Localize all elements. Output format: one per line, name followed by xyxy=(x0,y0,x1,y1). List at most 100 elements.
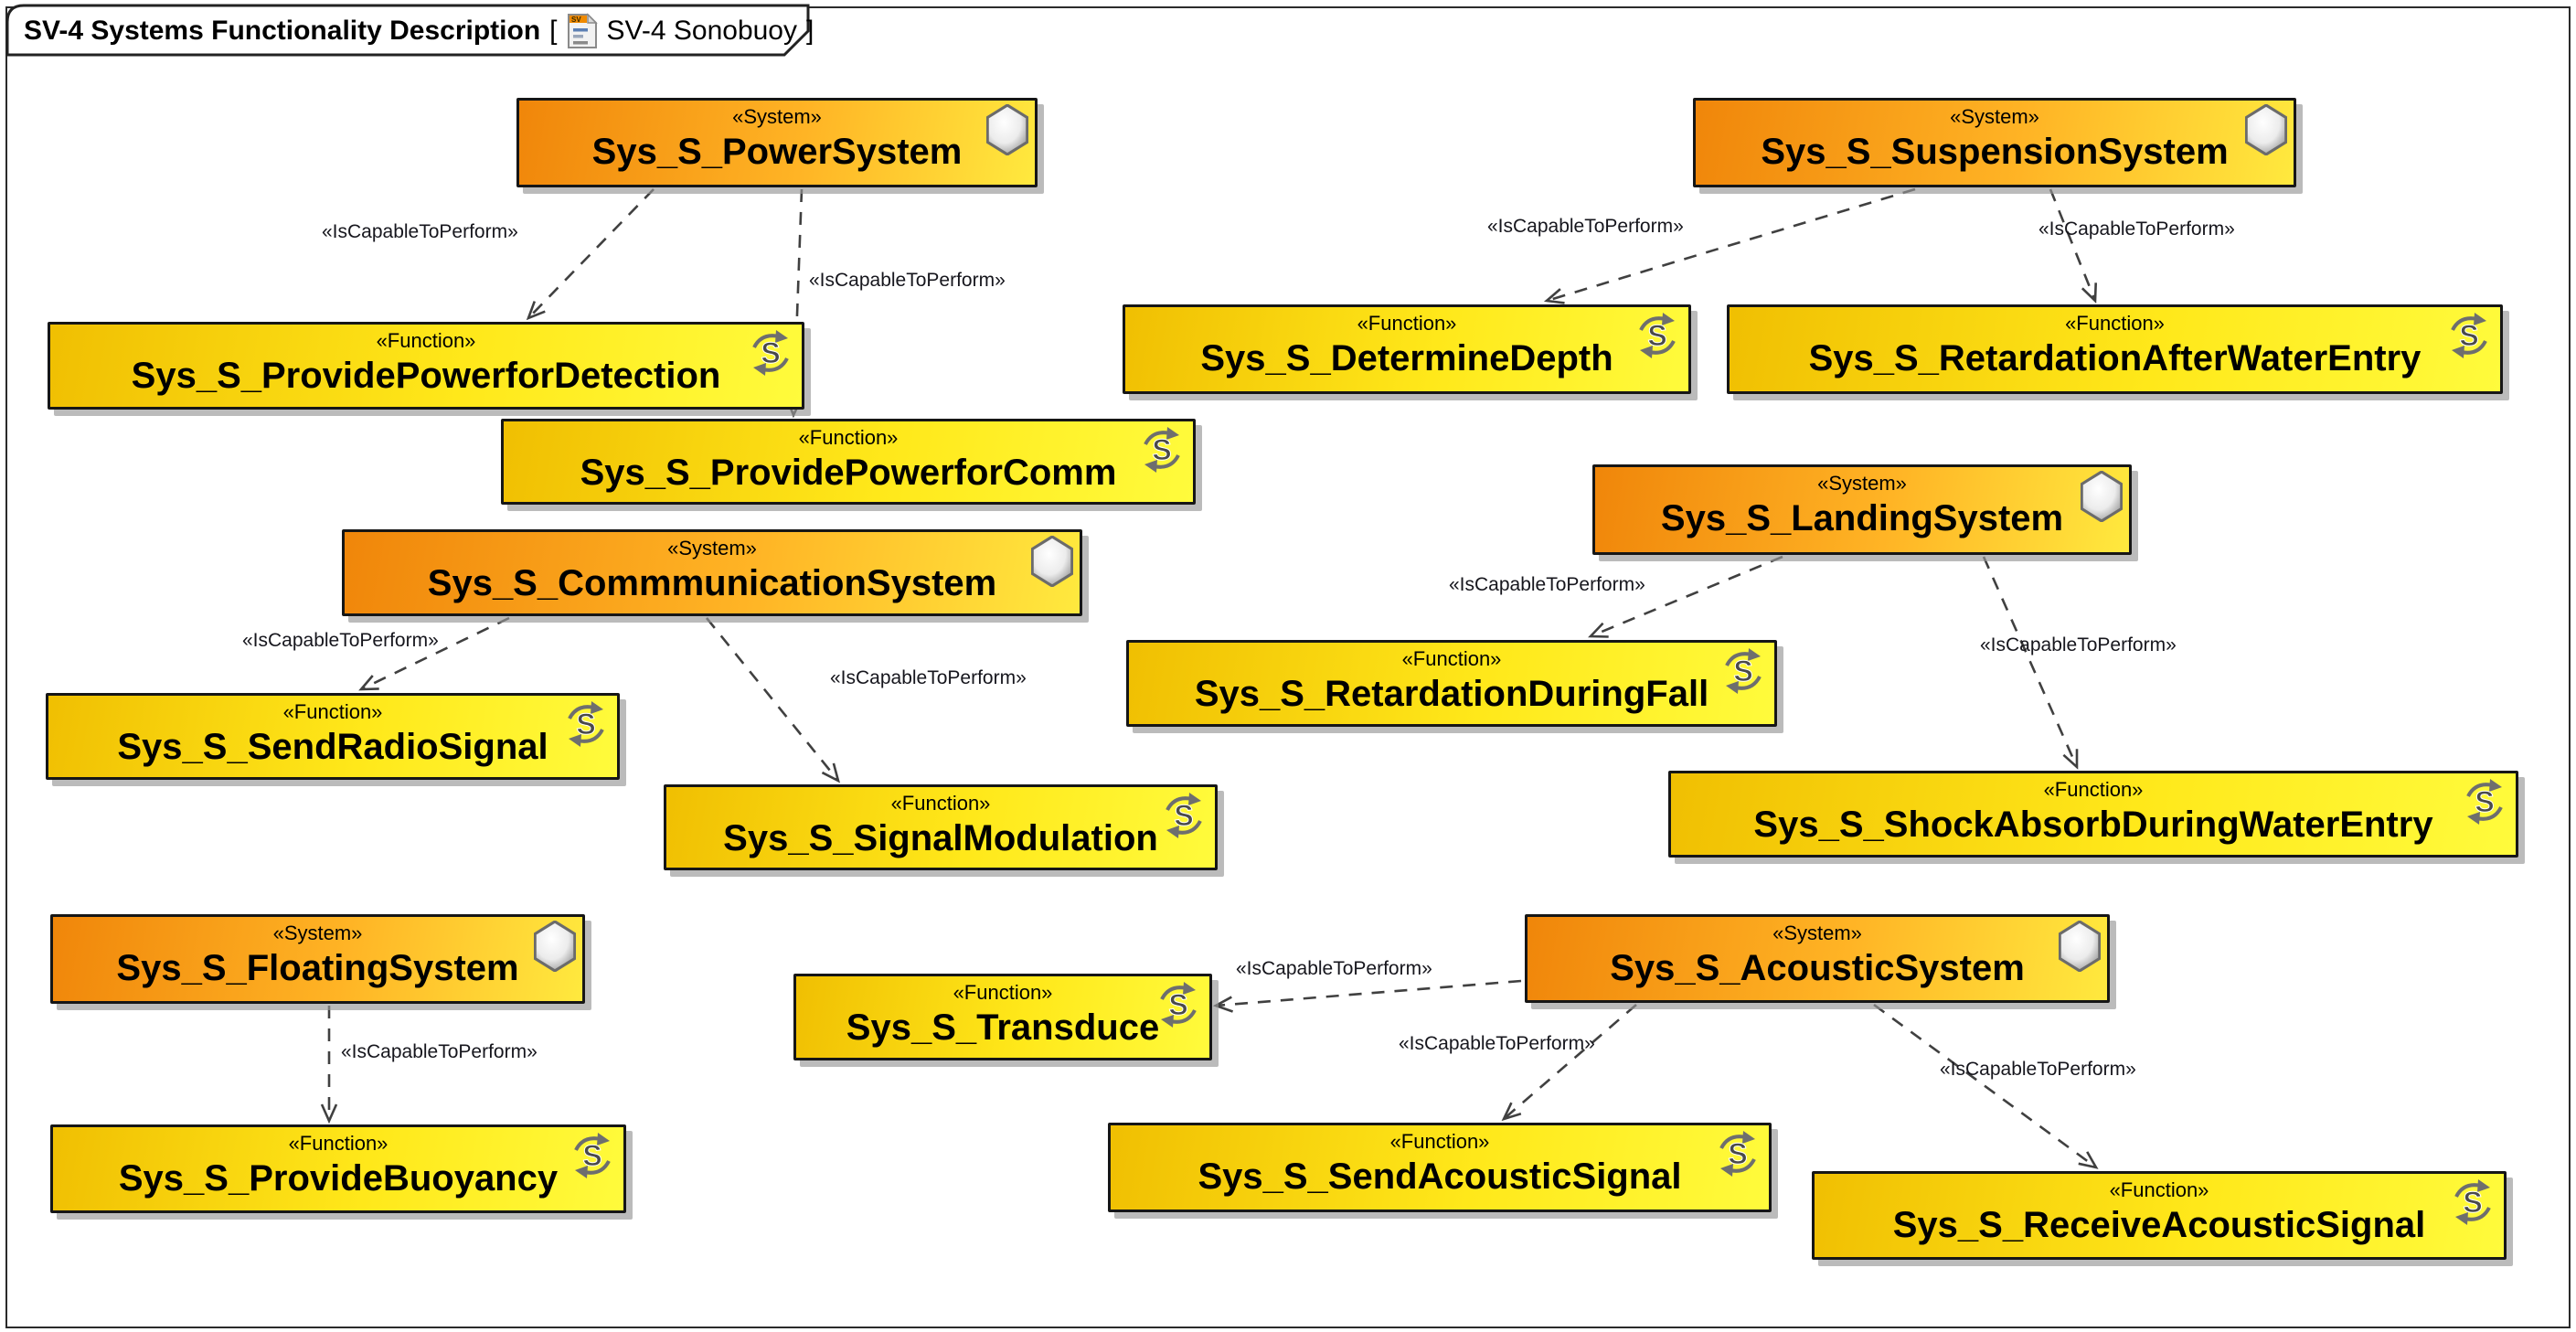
stereotype-label: «Function» xyxy=(1401,647,1502,670)
stereotype-label: «Function» xyxy=(953,981,1053,1004)
function-s-arrows-icon: S xyxy=(1719,646,1768,700)
stereotype-label: «Function» xyxy=(2065,312,2165,335)
svg-text:S: S xyxy=(1174,799,1193,832)
stereotype-label: «System» xyxy=(1817,472,1907,495)
svg-text:SV: SV xyxy=(571,16,581,24)
edge-label-landing-system-to-retardation-during-fall[interactable]: «IsCapableToPerform» xyxy=(1449,574,1645,595)
bracket-close: ] xyxy=(806,16,814,46)
svg-text:S: S xyxy=(582,1139,601,1172)
diagram-title-tab: SV-4 Systems Functionality Description [… xyxy=(0,0,841,64)
edge-label-acoustic-system-to-transduce[interactable]: «IsCapableToPerform» xyxy=(1236,958,1432,979)
node-suspension-system[interactable]: «System» Sys_S_SuspensionSystem xyxy=(1693,98,2296,187)
stereotype-label: «Function» xyxy=(288,1132,389,1155)
diagram-document-icon: SV xyxy=(567,13,598,49)
svg-text:S: S xyxy=(576,708,595,741)
node-name: Sys_S_PowerSystem xyxy=(591,132,963,172)
node-name: Sys_S_ProvideBuoyancy xyxy=(118,1158,559,1199)
edge-commmunication-system-to-signal-modulation[interactable] xyxy=(705,617,841,783)
node-transduce[interactable]: «Function»Sys_S_Transduce S xyxy=(793,974,1212,1060)
edge-acoustic-system-to-transduce[interactable] xyxy=(1212,979,1522,1013)
node-send-radio-signal[interactable]: «Function»Sys_S_SendRadioSignal S xyxy=(46,693,620,780)
node-power-system[interactable]: «System» Sys_S_PowerSystem xyxy=(516,98,1038,187)
node-receive-acoustic-signal[interactable]: «Function»Sys_S_ReceiveAcousticSignal S xyxy=(1812,1171,2507,1260)
function-s-arrows-icon: S xyxy=(1633,311,1682,365)
node-acoustic-system[interactable]: «System» Sys_S_AcousticSystem xyxy=(1525,914,2110,1003)
system-hexagon-icon xyxy=(985,103,1029,160)
node-name: Sys_S_SendRadioSignal xyxy=(117,727,548,767)
stereotype-label: «Function» xyxy=(798,426,899,449)
node-name: Sys_S_AcousticSystem xyxy=(1610,948,2025,988)
node-name: Sys_S_RetardationDuringFall xyxy=(1194,674,1709,714)
node-retardation-during-fall[interactable]: «Function» Sys_S_RetardationDuringFall S xyxy=(1126,640,1777,727)
edge-label-commmunication-system-to-signal-modulation[interactable]: «IsCapableToPerform» xyxy=(830,667,1027,688)
edge-landing-system-to-retardation-during-fall[interactable] xyxy=(1588,555,1783,638)
node-name: Sys_S_ProvidePowerforDetection xyxy=(131,356,721,396)
edge-label-commmunication-system-to-send-radio-signal[interactable]: «IsCapableToPerform» xyxy=(242,630,439,651)
svg-text:S: S xyxy=(1728,1137,1747,1170)
edge-label-floating-system-to-provide-buoyancy[interactable]: «IsCapableToPerform» xyxy=(341,1041,538,1062)
svg-text:S: S xyxy=(1647,319,1666,352)
stereotype-label: «System» xyxy=(1772,922,1862,944)
diagram-title: SV-4 Systems Functionality Description xyxy=(24,16,541,46)
node-determine-depth[interactable]: «Function»Sys_S_DetermineDepth S xyxy=(1123,304,1691,394)
node-name: Sys_S_ReceiveAcousticSignal xyxy=(1892,1205,2426,1245)
edge-acoustic-system-to-send-acoustic-signal[interactable] xyxy=(1501,1004,1637,1122)
function-s-arrows-icon: S xyxy=(2444,311,2494,365)
node-provide-buoyancy[interactable]: «Function» Sys_S_ProvideBuoyancy S xyxy=(50,1124,626,1213)
node-name: Sys_S_ShockAbsorbDuringWaterEntry xyxy=(1753,805,2433,845)
stereotype-label: «System» xyxy=(732,105,822,128)
node-send-acoustic-signal[interactable]: «Function»Sys_S_SendAcousticSignal S xyxy=(1108,1123,1772,1212)
stereotype-label: «System» xyxy=(667,537,757,559)
edge-acoustic-system-to-receive-acoustic-signal[interactable] xyxy=(1873,1003,2099,1169)
edge-label-suspension-system-to-retardation-after-water-entry[interactable]: «IsCapableToPerform» xyxy=(2038,218,2235,240)
node-commmunication-system[interactable]: «System» Sys_S_CommmunicationSystem xyxy=(342,529,1082,616)
edge-label-acoustic-system-to-receive-acoustic-signal[interactable]: «IsCapableToPerform» xyxy=(1940,1059,2136,1080)
function-s-arrows-icon: S xyxy=(561,699,611,753)
stereotype-label: «Function» xyxy=(1389,1130,1490,1153)
function-s-arrows-icon: S xyxy=(2448,1177,2497,1231)
system-hexagon-icon xyxy=(2244,103,2288,160)
edge-label-landing-system-to-shock-absorb-during-water-entry[interactable]: «IsCapableToPerform» xyxy=(1980,634,2177,655)
node-shock-absorb-during-water-entry[interactable]: «Function» Sys_S_ShockAbsorbDuringWaterEn… xyxy=(1668,771,2518,858)
edge-label-acoustic-system-to-send-acoustic-signal[interactable]: «IsCapableToPerform» xyxy=(1399,1033,1595,1054)
node-name: Sys_S_SuspensionSystem xyxy=(1761,132,2229,172)
node-retardation-after-water-entry[interactable]: «Function» Sys_S_RetardationAfterWaterEnt… xyxy=(1727,304,2503,394)
edge-label-suspension-system-to-determine-depth[interactable]: «IsCapableToPerform» xyxy=(1487,216,1684,237)
stereotype-label: «System» xyxy=(1950,105,2039,128)
svg-text:S: S xyxy=(2463,1186,2482,1219)
svg-text:S: S xyxy=(2459,319,2478,352)
node-signal-modulation[interactable]: «Function»Sys_S_SignalModulation S xyxy=(664,784,1218,870)
edge-label-power-system-to-provide-power-for-detection[interactable]: «IsCapableToPerform» xyxy=(322,221,518,242)
svg-text:S: S xyxy=(1733,655,1752,687)
diagram-frame xyxy=(5,6,2571,1328)
node-name: Sys_S_LandingSystem xyxy=(1660,498,2064,538)
node-landing-system[interactable]: «System» Sys_S_LandingSystem xyxy=(1592,464,2132,555)
edge-commmunication-system-to-send-radio-signal[interactable] xyxy=(358,616,510,691)
node-name: Sys_S_ProvidePowerforComm xyxy=(580,453,1117,493)
stereotype-label: «Function» xyxy=(2043,778,2144,801)
function-s-arrows-icon: S xyxy=(1154,980,1203,1034)
edge-suspension-system-to-determine-depth[interactable] xyxy=(1543,187,1916,304)
system-hexagon-icon xyxy=(2080,470,2124,527)
edge-power-system-to-provide-power-for-detection[interactable] xyxy=(526,188,655,321)
edge-suspension-system-to-retardation-after-water-entry[interactable] xyxy=(2049,188,2098,304)
edge-label-power-system-to-provide-power-for-comm[interactable]: «IsCapableToPerform» xyxy=(809,270,1006,291)
edge-landing-system-to-shock-absorb-during-water-entry[interactable] xyxy=(1982,556,2079,770)
node-name: Sys_S_RetardationAfterWaterEntry xyxy=(1808,338,2422,378)
node-provide-power-for-comm[interactable]: «Function» Sys_S_ProvidePowerforComm S xyxy=(501,419,1196,505)
node-name: Sys_S_FloatingSystem xyxy=(116,948,519,988)
svg-text:S: S xyxy=(1152,433,1171,466)
node-name: Sys_S_CommmunicationSystem xyxy=(427,563,997,603)
node-floating-system[interactable]: «System» Sys_S_FloatingSystem xyxy=(50,914,585,1004)
stereotype-label: «Function» xyxy=(890,792,991,815)
function-s-arrows-icon: S xyxy=(2460,777,2509,831)
svg-text:S: S xyxy=(1168,988,1187,1021)
stereotype-label: «System» xyxy=(272,922,363,944)
title-tab-shape xyxy=(5,4,810,57)
function-s-arrows-icon: S xyxy=(1159,791,1208,845)
function-s-arrows-icon: S xyxy=(746,328,795,382)
node-provide-power-for-detection[interactable]: «Function»Sys_S_ProvidePowerforDetection… xyxy=(48,322,804,410)
node-name: Sys_S_DetermineDepth xyxy=(1200,338,1613,378)
svg-text:S: S xyxy=(761,336,780,369)
